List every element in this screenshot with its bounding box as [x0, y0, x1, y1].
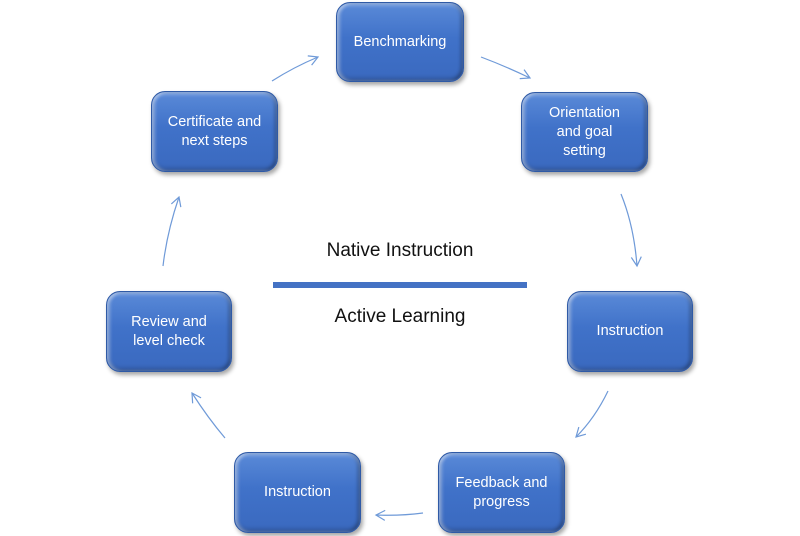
arrow-review-to-certificate — [162, 195, 182, 267]
node-label: Benchmarking — [353, 33, 447, 50]
node-label: Instruction — [596, 323, 664, 339]
center-top-label: Native Instruction — [326, 240, 474, 261]
arrow-certificate-to-benchmarking — [271, 55, 320, 82]
node-instruction-right[interactable]: Instruction — [567, 291, 693, 372]
center-divider — [273, 282, 527, 288]
node-label: Review and level check — [131, 313, 207, 349]
node-label: Instruction — [264, 484, 331, 500]
arrow-benchmarking-to-orientation — [480, 56, 532, 80]
arrow-orientation-to-instruction — [620, 193, 642, 268]
node-instruction-bottom[interactable]: Instruction — [234, 452, 361, 533]
node-orientation-and-goal-setting[interactable]: Orientation and goal setting — [521, 92, 648, 172]
arrow-instruction-to-review — [191, 391, 226, 439]
node-certificate-and-next-steps[interactable]: Certificate and next steps — [151, 91, 278, 172]
node-benchmarking[interactable]: Benchmarking — [336, 2, 464, 82]
node-review-and-level-check[interactable]: Review and level check — [106, 291, 232, 372]
node-feedback-and-progress[interactable]: Feedback and progress — [438, 452, 565, 533]
arrow-feedback-to-instruction — [374, 509, 424, 521]
node-label: Feedback and progress — [455, 474, 548, 510]
node-label: Certificate and next steps — [167, 113, 262, 149]
center-bottom-label: Active Learning — [334, 306, 466, 327]
arrow-instruction-to-feedback — [575, 390, 609, 438]
node-label: Orientation and goal setting — [549, 104, 620, 159]
